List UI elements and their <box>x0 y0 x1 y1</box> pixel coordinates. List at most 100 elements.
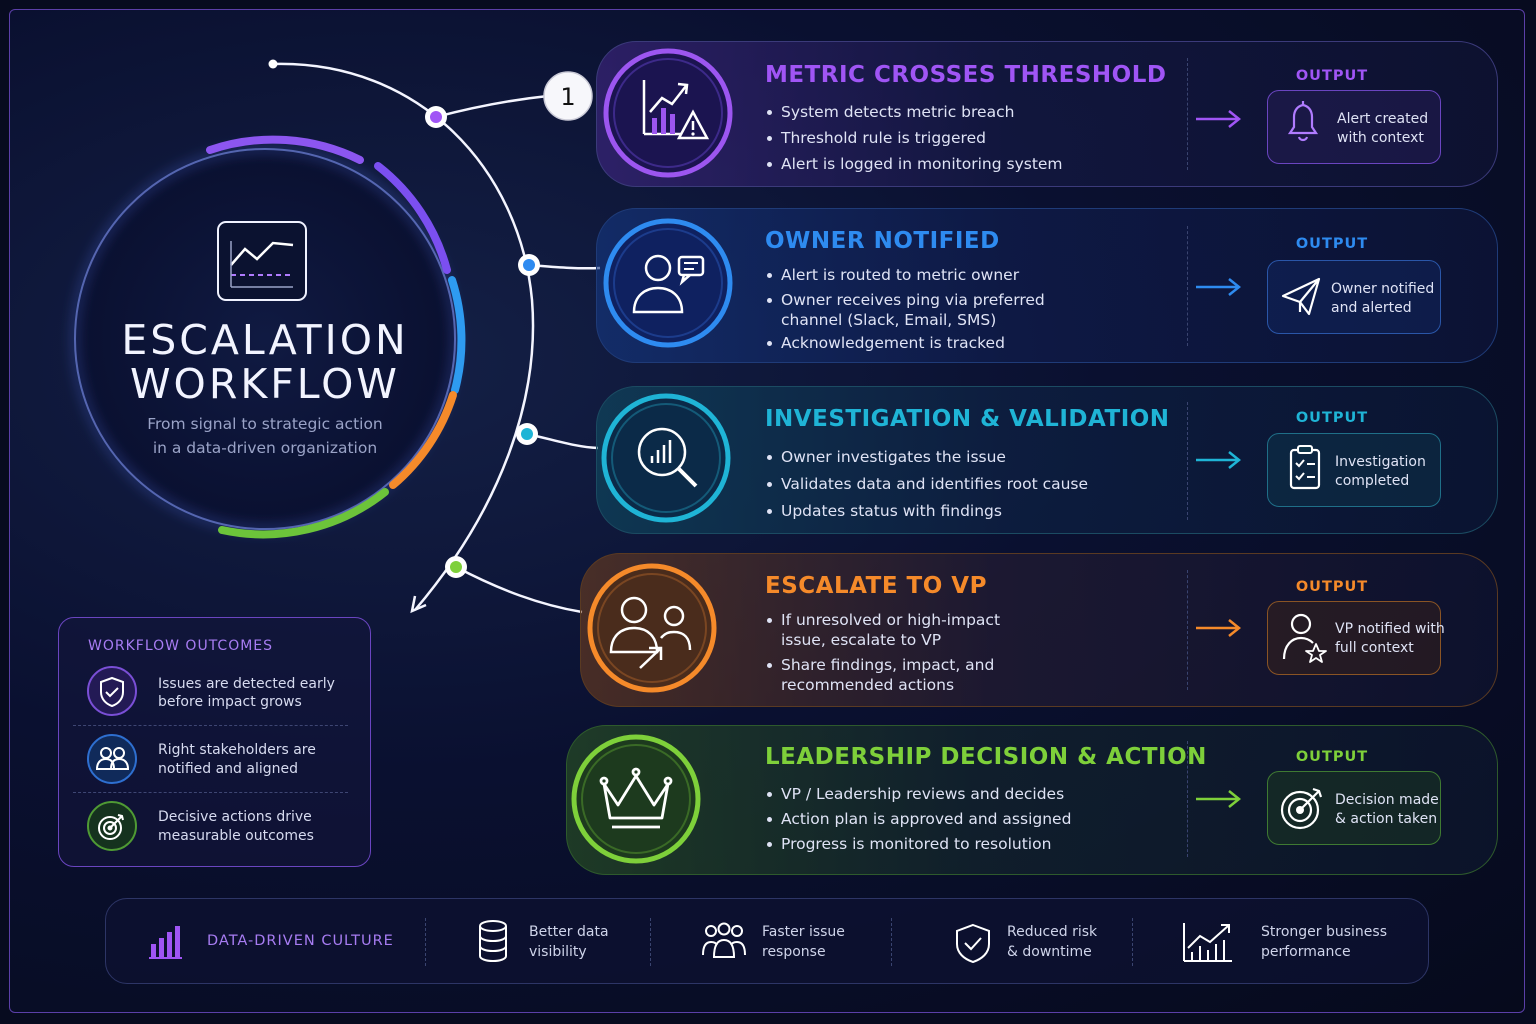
outcome-text-1a: Issues are detected early <box>158 676 335 692</box>
footer-text-3b: & downtime <box>1007 944 1092 960</box>
output-label-5: OUTPUT <box>1295 749 1369 765</box>
step-bullet: Threshold rule is triggered <box>765 128 1063 148</box>
step-bullet: Updates status with findings <box>765 501 1088 521</box>
output-text-1b: with context <box>1337 130 1424 146</box>
bar-chart-icon <box>149 926 182 959</box>
step-bullet-continued: channel (Slack, Email, SMS) <box>781 311 997 329</box>
step-bullet: Acknowledgement is tracked <box>765 333 1045 353</box>
output-label-2: OUTPUT <box>1295 236 1369 252</box>
step-card-3[interactable] <box>596 386 1498 534</box>
step-card-4[interactable] <box>580 553 1498 707</box>
step-bullet: Alert is logged in monitoring system <box>765 154 1063 174</box>
footer-text-2a: Faster issue <box>762 924 845 940</box>
footer-text-4b: performance <box>1261 944 1351 960</box>
output-label-1: OUTPUT <box>1295 68 1369 84</box>
user-message-icon <box>632 254 705 314</box>
step-bullet: Owner investigates the issue <box>765 447 1088 467</box>
start-badge <box>543 71 593 121</box>
step-bullet: Action plan is approved and assigned <box>765 809 1071 829</box>
footer-text-1a: Better data <box>529 924 609 940</box>
step-bullet: Progress is monitored to resolution <box>765 834 1071 854</box>
step-bullet: If unresolved or high-impact <box>765 610 1000 630</box>
database-icon <box>479 920 507 963</box>
outcome-text-1b: before impact grows <box>158 694 302 710</box>
step-card-5[interactable] <box>566 725 1498 875</box>
step-bullets-2: Alert is routed to metric owner Owner re… <box>765 265 1045 353</box>
hero-arc-green <box>218 488 389 539</box>
hero-arc-blue <box>448 276 466 394</box>
output-text-4b: full context <box>1335 640 1414 656</box>
output-box-1[interactable] <box>1267 90 1441 164</box>
users-icon <box>95 747 130 770</box>
step-bullets-5: VP / Leadership reviews and decides Acti… <box>765 784 1071 854</box>
step-bullet: System detects metric breach <box>765 102 1063 122</box>
outcomes-title: WORKFLOW OUTCOMES <box>88 638 274 654</box>
hero-subtitle-line1: From signal to strategic action <box>147 415 383 433</box>
step-card-1[interactable] <box>596 41 1498 187</box>
step-title-2: OWNER NOTIFIED <box>765 228 1000 254</box>
step-title-1: METRIC CROSSES THRESHOLD <box>765 62 1167 88</box>
hero-subtitle-line2: in a data-driven organization <box>152 439 378 457</box>
step-bullet: Share findings, impact, and <box>765 655 1000 675</box>
output-text-5a: Decision made <box>1335 792 1439 808</box>
trend-chart-icon <box>217 221 307 301</box>
step-bullets-1: System detects metric breach Threshold r… <box>765 102 1063 174</box>
footer-text-1b: visibility <box>529 944 587 960</box>
hero-title-line1: ESCALATION <box>121 316 409 364</box>
output-text-2a: Owner notified <box>1331 281 1435 297</box>
outcome-text-3b: measurable outcomes <box>158 828 314 844</box>
users-arrow-icon <box>609 596 692 669</box>
outcome-text-3a: Decisive actions drive <box>158 809 312 825</box>
outcome-text-2a: Right stakeholders are <box>158 742 316 758</box>
step-bullet: Alert is routed to metric owner <box>765 265 1045 285</box>
output-text-3b: completed <box>1335 473 1410 489</box>
step-card-2[interactable] <box>596 208 1498 363</box>
magnifier-chart-icon <box>637 427 698 488</box>
output-text-2b: and alerted <box>1331 300 1412 316</box>
crown-icon <box>599 767 673 829</box>
hero-arc-purple <box>206 135 364 164</box>
step-bullet-continued: issue, escalate to VP <box>781 631 942 649</box>
hero-title-line2: WORKFLOW <box>130 360 400 408</box>
step-bullet: Validates data and identifies root cause <box>765 474 1088 494</box>
output-text-4a: VP notified with <box>1335 621 1445 637</box>
step-bullets-4: If unresolved or high-impact issue, esca… <box>765 610 1000 695</box>
output-label-4: OUTPUT <box>1295 579 1369 595</box>
output-text-3a: Investigation <box>1335 454 1426 470</box>
output-box-5[interactable] <box>1267 771 1441 845</box>
footer-text-3a: Reduced risk <box>1007 924 1098 940</box>
output-text-5b: & action taken <box>1335 811 1438 827</box>
svg-text:1: 1 <box>560 83 575 111</box>
flow-arc <box>272 62 535 611</box>
growth-chart-icon <box>1183 923 1232 962</box>
output-label-3: OUTPUT <box>1295 410 1369 426</box>
footer-text-4a: Stronger business <box>1261 924 1387 940</box>
hero-arc-orange <box>389 391 457 489</box>
output-box-2[interactable] <box>1267 260 1441 334</box>
step-title-3: INVESTIGATION & VALIDATION <box>765 406 1170 432</box>
shield-check-icon <box>956 923 990 964</box>
outcome-text-2b: notified and aligned <box>158 761 298 777</box>
target-icon <box>98 814 124 840</box>
footer-text-2b: response <box>762 944 826 960</box>
team-icon <box>702 922 746 958</box>
step-bullet-continued: recommended actions <box>781 676 955 694</box>
output-box-3[interactable] <box>1267 433 1441 507</box>
